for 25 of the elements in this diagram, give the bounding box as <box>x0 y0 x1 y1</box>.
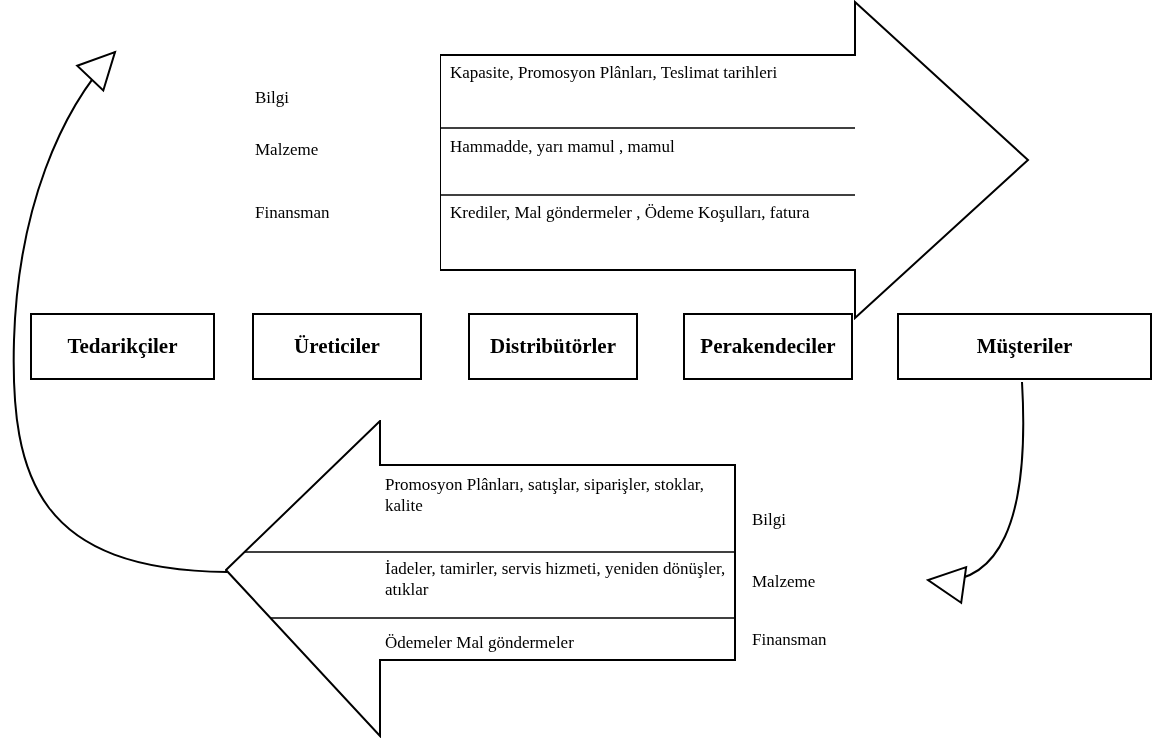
stage-box <box>468 313 638 380</box>
stage-label: Tedarikçiler <box>67 334 178 359</box>
curved-arrow <box>12 51 228 573</box>
stage-box <box>252 313 422 380</box>
band-text: Promosyon Plânları, satışlar, siparişler, stoklar, kalite <box>385 474 706 516</box>
stage-label: Perakendeciler <box>700 334 836 359</box>
flow-type-label: Bilgi <box>255 88 289 108</box>
band-text: Ödemeler Mal göndermeler <box>385 632 575 653</box>
stage-box <box>897 313 1152 380</box>
stage-label: Üreticiler <box>294 334 380 359</box>
flow-type-label: Malzeme <box>255 140 319 160</box>
band-text: İadeler, tamirler, servis hizmeti, yeniden dönüşler, atıklar <box>385 558 727 600</box>
stage-box <box>683 313 853 380</box>
band-text: Hammadde, yarı mamul , mamul <box>450 136 676 157</box>
stage-label: Distribütörler <box>490 334 616 359</box>
stage-box <box>30 313 215 380</box>
flow-type-label: Finansman <box>255 203 330 223</box>
block-arrow <box>225 420 737 738</box>
block-arrow <box>440 0 1032 320</box>
flow-type-label: Finansman <box>752 630 827 650</box>
stage-label: Müşteriler <box>976 334 1073 359</box>
flow-type-label: Bilgi <box>752 510 786 530</box>
band-text: Kapasite, Promosyon Plânları, Teslimat tarihleri <box>450 62 779 83</box>
band-text: Krediler, Mal göndermeler , Ödeme Koşulları, fatura <box>450 202 811 223</box>
flow-type-label: Malzeme <box>752 572 816 592</box>
